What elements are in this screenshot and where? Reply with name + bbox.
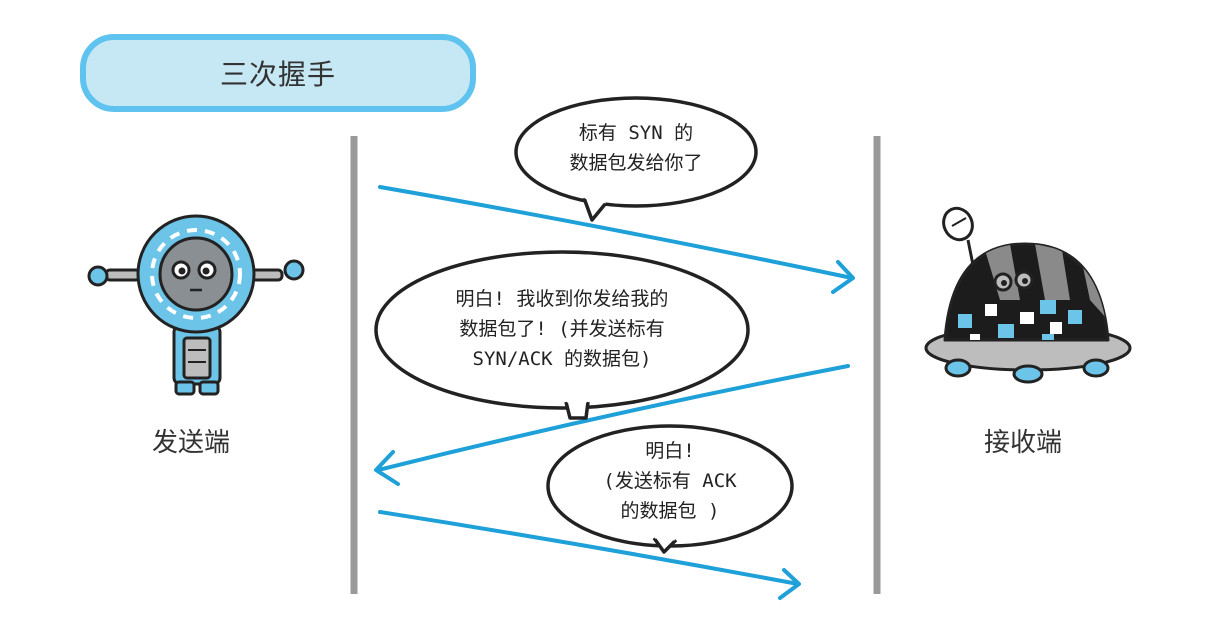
bubble-line: 明白! 我收到你发给我的	[455, 288, 669, 310]
bubble-line: SYN/ACK 的数据包)	[472, 348, 652, 370]
bubble-line: 数据包了! (并发送标有	[459, 318, 665, 340]
diagram-title: 三次握手	[219, 58, 336, 91]
speech-bubble-ack	[546, 424, 794, 554]
speech-bubble-syn-ack	[374, 250, 750, 420]
bubble-line: 标有 SYN 的	[578, 122, 694, 144]
receiver-robot-icon	[924, 206, 1132, 384]
title-box: 三次握手	[80, 34, 476, 112]
sender-label: 发送端	[152, 428, 231, 458]
bubble-line: 的数据包 )	[620, 500, 720, 522]
bubble-text-ack: 明白! (发送标有 ACK 的数据包 )	[568, 436, 772, 526]
sender-robot-icon	[87, 214, 305, 396]
bubble-line: 数据包发给你了	[569, 152, 703, 174]
bubble-text-syn-ack: 明白! 我收到你发给我的 数据包了! (并发送标有 SYN/ACK 的数据包)	[402, 284, 722, 374]
syn-ack-arrow	[374, 364, 850, 486]
syn-arrow	[378, 185, 855, 294]
bubble-text-syn: 标有 SYN 的 数据包发给你了	[536, 118, 736, 178]
speech-bubble-syn	[514, 96, 758, 222]
ack-arrow	[378, 510, 801, 600]
bubble-line: 明白!	[645, 440, 695, 462]
bubble-line: (发送标有 ACK	[603, 470, 737, 492]
receiver-label: 接收端	[984, 428, 1063, 458]
